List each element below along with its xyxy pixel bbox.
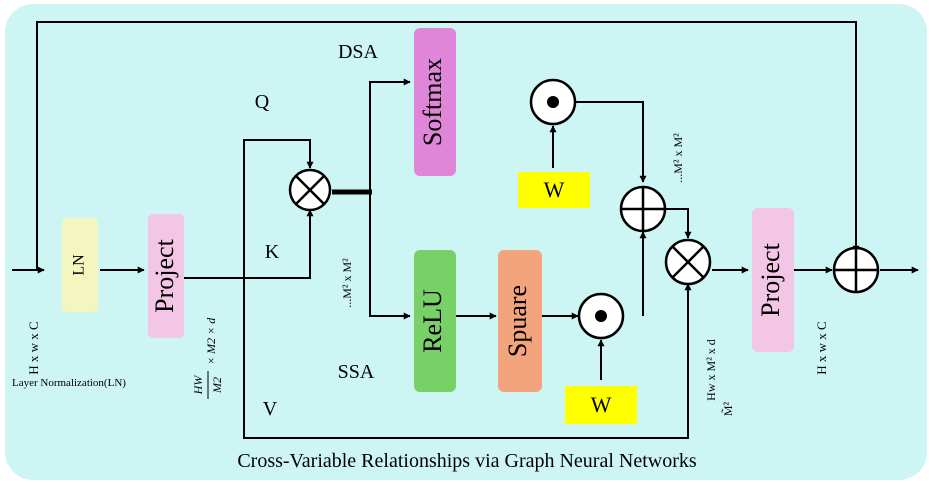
project-in-label: Project: [150, 238, 179, 312]
out-dim-sub: M̃²: [720, 401, 734, 416]
project-in-block: Project: [148, 214, 184, 338]
dot-top-operator: [529, 78, 577, 126]
weight-top-block: W: [518, 172, 590, 208]
relu-label: ReLU: [418, 289, 447, 353]
out-dim-label: Hw x M² x d M̃²: [704, 339, 735, 416]
out-dim-main: Hw x M² x d: [704, 339, 718, 401]
ln-full-label: Layer Normalization(LN): [12, 377, 126, 389]
background-panel: [5, 4, 927, 480]
v-label: V: [263, 398, 278, 420]
proj-dim-main: × M2 × d: [204, 317, 218, 365]
dim-top-label: ...M² x M²: [671, 133, 685, 183]
weight-bottom-block: W: [565, 386, 637, 424]
residual-add-operator: [832, 246, 880, 294]
square-label: Spuare: [503, 285, 532, 357]
add-operator: [619, 185, 667, 233]
proj-frac-den: M2: [210, 377, 224, 394]
dim-mid-label: ...M² x M²: [340, 258, 354, 308]
k-label: K: [265, 241, 280, 263]
proj-dim-label: HW M2 × M2 × d: [191, 317, 224, 399]
dsa-label: DSA: [338, 41, 379, 63]
output-dims-label: H x w x C: [814, 321, 829, 374]
ln-block: LN: [62, 218, 98, 312]
weight-top-label: W: [544, 177, 565, 202]
square-block: Spuare: [498, 250, 542, 392]
project-out-label: Project: [756, 242, 785, 316]
project-out-block: Project: [752, 208, 794, 352]
input-dims-label: H x w x C: [26, 321, 41, 374]
dot-bottom-operator: [577, 292, 625, 340]
relu-block: ReLU: [414, 250, 456, 392]
proj-frac-num: HW: [191, 375, 205, 396]
matmul-v-operator: [664, 238, 712, 286]
connectors: [12, 21, 919, 439]
softmax-block: Softmax: [414, 28, 456, 176]
matmul-qk-operator: [288, 168, 332, 212]
q-label: Q: [255, 91, 270, 113]
softmax-label: Softmax: [418, 58, 447, 146]
ln-label: LN: [71, 254, 88, 276]
ssa-label: SSA: [338, 361, 375, 383]
diagram-caption: Cross-Variable Relationships via Graph N…: [237, 450, 697, 472]
weight-bottom-label: W: [591, 392, 612, 417]
